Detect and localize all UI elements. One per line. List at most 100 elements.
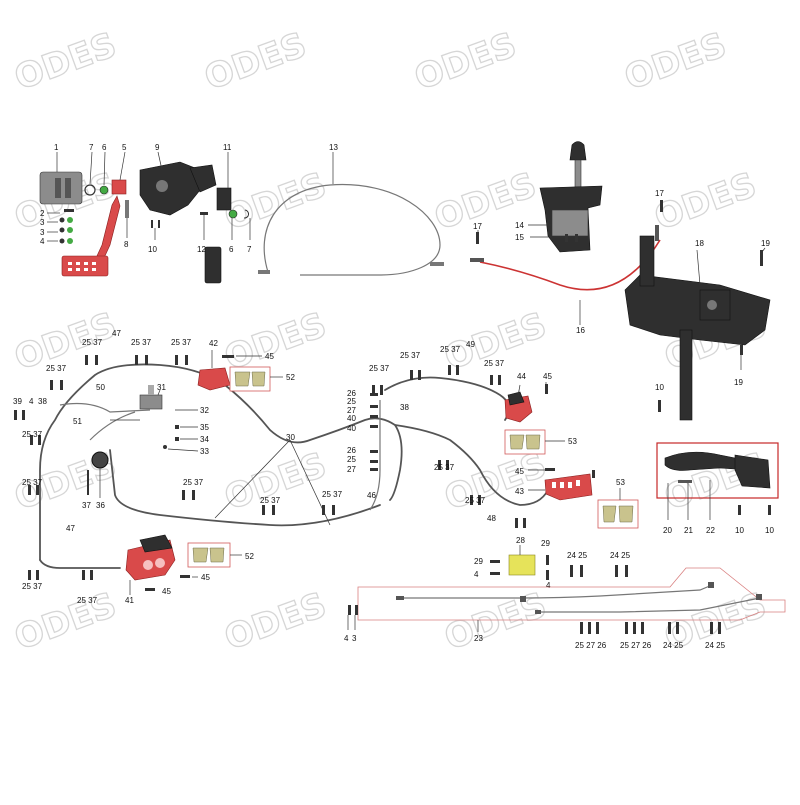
callout-20: 20 [663, 526, 672, 535]
rear-line-clips [370, 365, 526, 528]
throttle-arm-part [216, 187, 232, 211]
callout-24-25: 24 25 [663, 641, 684, 650]
callout-45: 45 [201, 573, 210, 582]
watermark-text: ODES [219, 585, 331, 658]
cable-loop [263, 183, 441, 276]
callout-24-25: 24 25 [610, 551, 631, 560]
callout-4: 4 [546, 581, 551, 590]
brake-line-lower [109, 449, 381, 527]
callout-25-37: 25 37 [22, 582, 43, 591]
highlight-box [656, 442, 779, 499]
shift-knob-part [569, 141, 587, 161]
callout-29: 29 [541, 539, 550, 548]
callout-27: 27 [347, 406, 356, 415]
callout-25-37: 25 37 [77, 596, 98, 605]
callout-52: 52 [245, 552, 254, 561]
brake-line-main [39, 363, 403, 561]
cable-group-outline [357, 567, 786, 621]
handbrake-lever-box [656, 442, 779, 520]
callout-38: 38 [400, 403, 409, 412]
callout-4: 4 [474, 570, 479, 579]
callout-50: 50 [96, 383, 105, 392]
callout-4: 4 [40, 237, 45, 246]
callout-33: 33 [200, 447, 209, 456]
callout-25-37: 25 37 [440, 345, 461, 354]
callout-27: 27 [347, 465, 356, 474]
pedal-pad-holes [68, 262, 96, 271]
callout-24-25: 24 25 [567, 551, 588, 560]
callout-45: 45 [162, 587, 171, 596]
brake-pedal-assembly [39, 151, 129, 277]
watermark-text: ODES [219, 165, 331, 238]
callout-25-27-26: 25 27 26 [575, 641, 607, 650]
callout-39: 39 [13, 397, 22, 406]
bushing-part [99, 185, 109, 195]
callout-25-37: 25 37 [434, 463, 455, 472]
callout-25-37: 25 37 [322, 490, 343, 499]
watermark-text: ODES [219, 445, 331, 518]
brake-line-50 [59, 402, 151, 413]
callout-25-37: 25 37 [22, 430, 43, 439]
throttle-pivot [156, 180, 168, 192]
callout-7: 7 [89, 143, 94, 152]
pedal-pivot-part [111, 179, 127, 195]
callout-3: 3 [40, 228, 45, 237]
callout-10: 10 [655, 383, 664, 392]
shift-lever-part [574, 159, 582, 189]
brake-line-48 [394, 424, 549, 506]
callout-10: 10 [735, 526, 744, 535]
callout-10: 10 [765, 526, 774, 535]
bracket-frame-part [624, 274, 771, 346]
throttle-pedal-assembly [139, 151, 251, 284]
watermark-text: ODES [9, 25, 121, 98]
callout-26: 26 [347, 389, 356, 398]
throttle-bracket-part [139, 161, 201, 216]
mounting-plate-28 [490, 545, 628, 580]
callout-2: 2 [40, 209, 45, 218]
callout-35: 35 [200, 423, 209, 432]
callout-13: 13 [329, 143, 338, 152]
watermark-text: ODES [429, 165, 541, 238]
callout-42: 42 [209, 339, 218, 348]
callout-38: 38 [38, 397, 47, 406]
callout-25-37: 25 37 [465, 496, 486, 505]
callout-25-37: 25 37 [260, 496, 281, 505]
callout-40: 40 [347, 414, 356, 423]
callout-4: 4 [344, 634, 349, 643]
callout-53: 53 [568, 437, 577, 446]
watermark-text: ODES [619, 25, 731, 98]
master-cylinder-31 [139, 394, 163, 410]
callout-7: 7 [247, 245, 252, 254]
watermark-text: ODES [439, 445, 551, 518]
callout-25-27-26: 25 27 26 [620, 641, 652, 650]
callout-23: 23 [474, 634, 483, 643]
brake-switch-36 [91, 451, 109, 469]
throttle-cable-13 [258, 152, 444, 276]
line-clips [14, 355, 335, 580]
callout-25: 25 [347, 397, 356, 406]
callout-25-37: 25 37 [46, 364, 67, 373]
handbrake-housing-part [734, 454, 771, 489]
plate-part [508, 554, 536, 576]
callout-3: 3 [40, 218, 45, 227]
callout-12: 12 [197, 245, 206, 254]
bracket-slot [65, 178, 71, 198]
callout-25-37: 25 37 [183, 478, 204, 487]
callout-22: 22 [706, 526, 715, 535]
brake-pad-set-52-top [229, 366, 283, 392]
callout-29: 29 [474, 557, 483, 566]
callout-37: 37 [82, 501, 91, 510]
callout-51: 51 [73, 417, 82, 426]
callout-24-25: 24 25 [705, 641, 726, 650]
callout-32: 32 [200, 406, 209, 415]
callout-40: 40 [347, 424, 356, 433]
bracket-post-part [639, 235, 655, 287]
callout-45: 45 [265, 352, 274, 361]
callout-25-37: 25 37 [131, 338, 152, 347]
brake-line-46 [369, 400, 381, 511]
callout-6: 6 [229, 245, 234, 254]
callout-34: 34 [200, 435, 209, 444]
shifter-mount-bracket-18 [624, 235, 771, 421]
callout-11: 11 [223, 143, 232, 152]
